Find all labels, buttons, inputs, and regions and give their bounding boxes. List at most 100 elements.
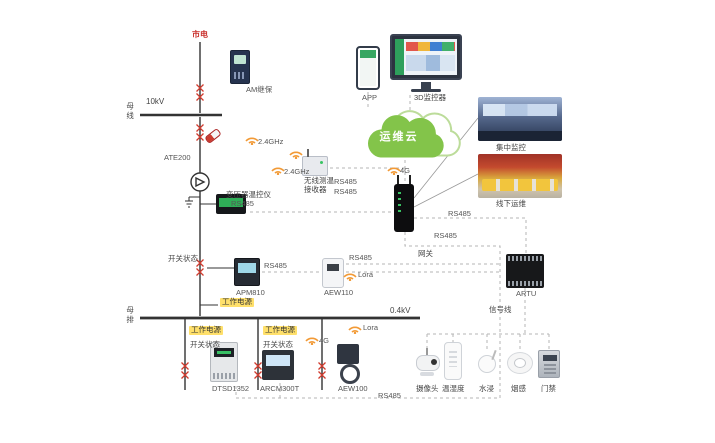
smoke-label: 烟感 [511,384,526,393]
camera-base [420,372,434,376]
aew100-body [337,344,359,364]
arcm300t-device [262,350,294,380]
working-power-label-mid: 工作电源 [220,297,254,307]
freq-24ghz-label-a: 2.4GHz [258,137,284,146]
water-leak-sensor-device [476,349,498,376]
rs485-label-bus: RS485 [378,391,401,400]
cloud-label: 运维云 [379,131,419,143]
camera-lens [431,359,437,365]
dtsd-digits [217,351,231,354]
rs485-label-aew: RS485 [349,253,372,262]
4g-label-bottom: 4G [319,336,330,345]
control-room-desk [478,131,562,141]
rs485-label-receiver-a: RS485 [334,177,357,186]
lora-label-bottom: Lora [363,323,379,332]
artu-terminals-bottom [508,281,542,286]
phone-screen [360,50,376,86]
monitor-device [390,34,462,80]
gateway-device [394,175,414,232]
apm810-meter-device [234,258,260,286]
relay-buttons [234,72,246,79]
rs485-label-tc: RS485 [231,199,254,208]
rs485-label-gateway-b: RS485 [434,231,457,240]
rs485-label-gateway-a: RS485 [448,209,471,218]
controller-screen [219,198,243,207]
door-access-keypad [544,364,556,374]
aew100-ct-clamp [340,364,360,384]
aew100-label: AEW100 [338,384,368,393]
working-power-label-a: 工作电源 [189,325,223,335]
rs485-label-apm: RS485 [264,261,287,270]
rs485-label-receiver-b: RS485 [334,187,357,196]
aew110-device [322,258,344,288]
arcm-screen [266,355,290,366]
dtsd1352-label: DTSD1352 [212,384,250,393]
field-operations-photo [478,154,562,198]
lora-label-mid: Lora [358,270,374,279]
wifi-icon [244,132,260,146]
central-monitoring-photo [478,97,562,141]
transformer-temp-controller-device [216,194,246,214]
wireless-temp-receiver-device [302,149,328,176]
wifi-icon [342,268,358,282]
field-operations-label: 线下运维 [496,199,526,208]
dashboard-tiles-row1 [406,42,455,51]
wireless-temp-sensor-device [204,127,222,145]
control-room-screens [483,104,557,116]
relay-label: AM继保 [246,85,273,94]
water-label: 水浸 [479,384,494,393]
wifi-icon [270,162,286,176]
switch-status-label-mid: 开关状态 [168,254,198,263]
dtsd1352-meter-device [210,342,238,382]
aew100-device [334,344,362,384]
artu-label: ARTU [516,289,537,298]
artu-terminals-top [508,256,542,261]
temp-humidity-sensor-device [444,342,462,380]
wifi-icon [347,321,363,335]
wifi-icon [386,162,402,176]
working-power-label-b: 工作电源 [263,325,297,335]
camera-device [412,348,442,382]
gateway-label: 网关 [418,249,433,258]
voltage-10kv-label: 10kV [146,97,165,106]
mains-supply-label: 市电 [192,30,208,39]
transformer-controller-label: 变压器温控仪 [226,190,271,199]
dtsd-terminals [213,373,235,379]
receiver-label-line1: 无线测温 [304,176,334,185]
low-busbar-label: 母排 [125,306,135,325]
relay-screen [234,55,246,64]
door-access-label: 门禁 [541,384,556,393]
artu-io-device [506,254,544,288]
receiver-antenna [307,149,309,157]
aew110-screen [327,264,339,271]
switch-status-label-a: 开关状态 [190,340,220,349]
voltage-04kv-label: 0.4kV [390,306,411,315]
aew110-label: AEW110 [324,288,354,297]
camera-bracket [426,348,428,356]
signal-line-label: 信号线 [489,305,512,314]
smoke-detector-ring [514,358,526,368]
monitor3d-label: 3D监控器 [414,93,447,102]
wifi-icon [288,146,304,160]
arcm300t-label: ARCM300T [260,384,300,393]
monitor-stand [421,82,431,89]
apm810-label: APM810 [236,288,265,297]
apm810-screen [238,263,256,273]
switch-status-label-b: 开关状态 [263,340,293,349]
gateway-antenna-left [397,175,399,184]
central-monitoring-label: 集中监控 [496,143,526,152]
mobile-phone-device [356,46,380,90]
camera-label: 摄像头 [416,384,439,393]
monitor-base [411,89,441,92]
smoke-detector-device [506,350,534,376]
receiver-led [320,161,323,164]
door-access-device [538,350,560,378]
4g-label-top: 4G [400,166,411,175]
gateway-leds [398,192,401,214]
service-vehicles [482,179,558,191]
dashboard-tiles-row2 [406,55,455,71]
receiver-label-line2: 接收器 [304,185,327,194]
sensor-vents [449,351,457,367]
wifi-icon [304,332,320,346]
